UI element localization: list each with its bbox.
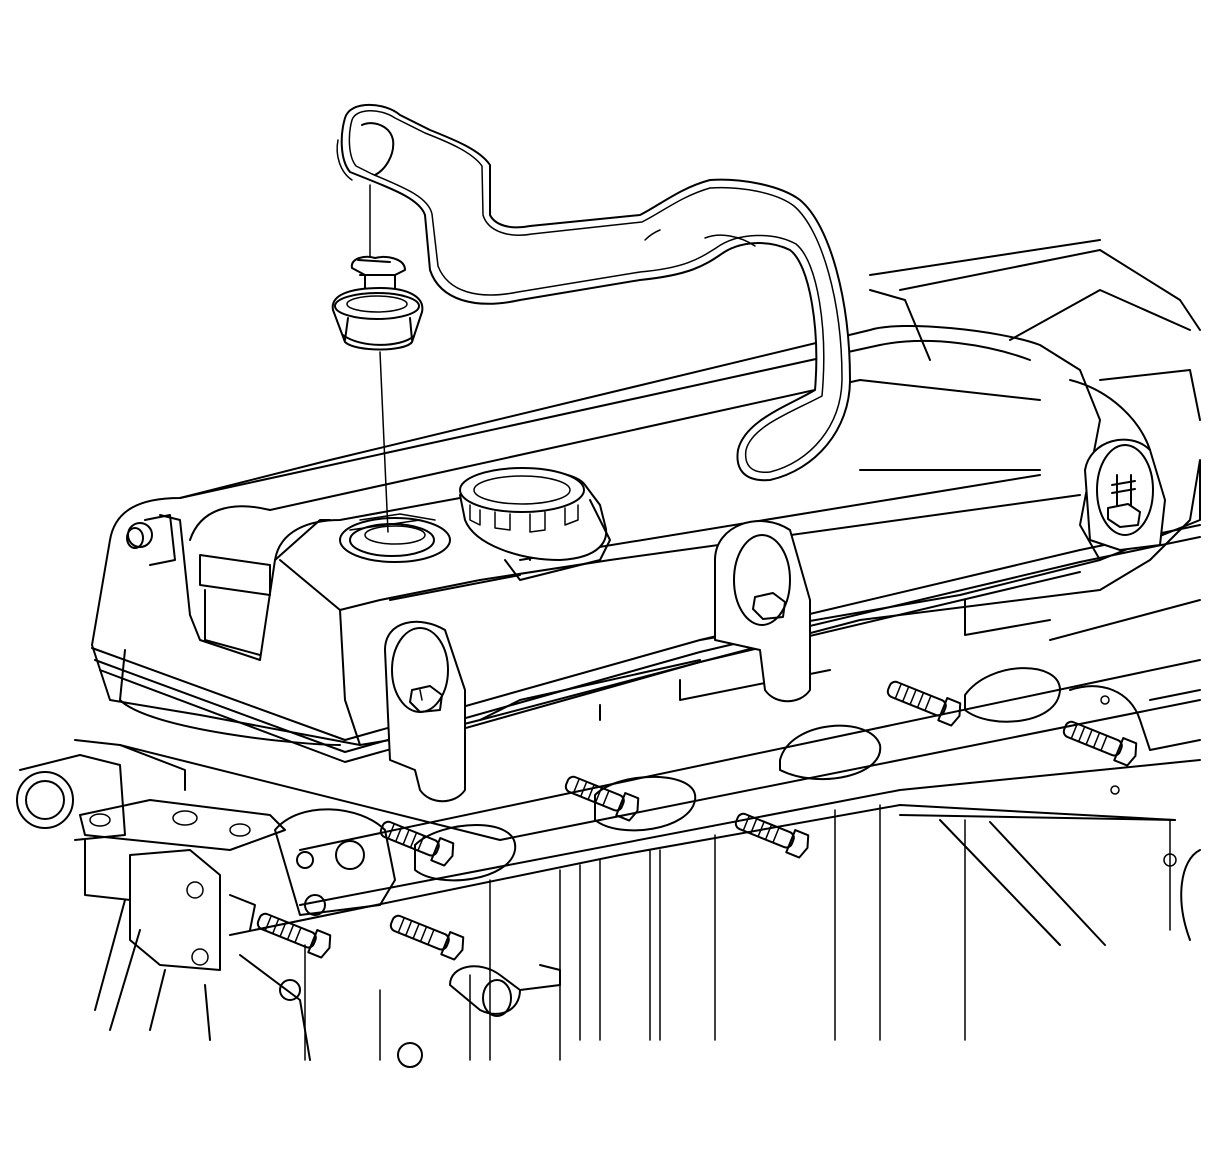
cover-bolt-boss-left [384,620,466,803]
stud-5 [256,912,332,959]
stud-4 [734,812,810,859]
alignment-line [369,184,389,533]
pcv-hose [336,103,851,482]
oil-filler-cap [459,467,611,581]
stud-1 [379,820,455,867]
exhaust-studs [256,680,1138,961]
valve-cover [91,239,1201,763]
stud-2 [564,775,640,822]
cover-bolt-boss-center [714,520,811,703]
stud-3 [886,680,962,727]
left-bracket [16,739,286,1041]
stud-7 [1062,720,1138,767]
cover-bolt-boss-right [1084,438,1166,551]
pcv-valve [331,255,424,351]
stud-6 [389,914,465,961]
cylinder-head [119,599,1201,1068]
